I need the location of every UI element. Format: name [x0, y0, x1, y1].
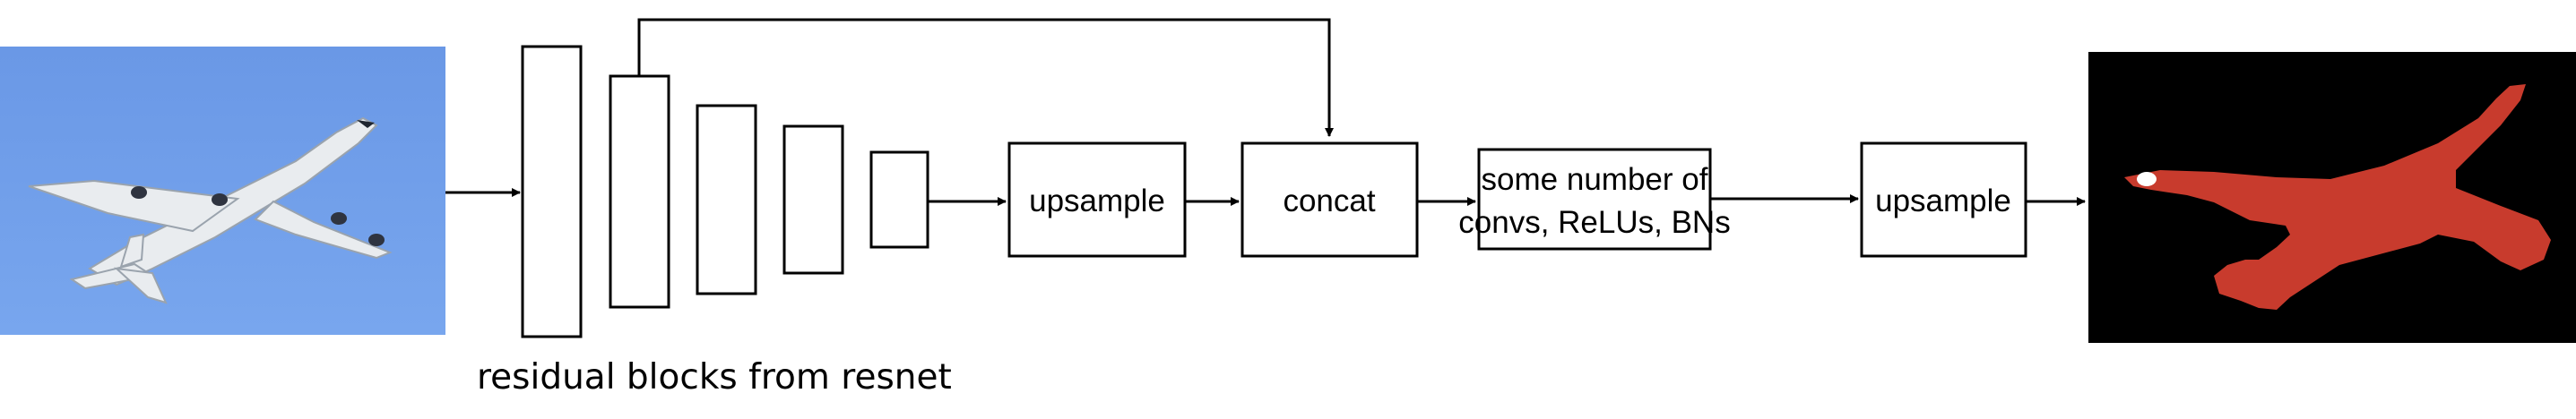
convs-node: some number of convs, ReLUs, BNs: [1458, 148, 1731, 251]
residual-block-4: [782, 124, 844, 275]
concat-label: concat: [1283, 184, 1375, 218]
upsample-node-1: upsample: [1007, 141, 1187, 258]
convs-label-line1: some number of: [1482, 162, 1708, 197]
upsample-2-label: upsample: [1875, 184, 2011, 218]
residual-block-3: [696, 104, 757, 295]
residual-blocks-caption: residual blocks from resnet: [477, 357, 952, 398]
concat-node: concat: [1240, 141, 1419, 258]
output-segmentation-mask: [2088, 52, 2576, 343]
skip-connection-arrow: [637, 18, 1334, 137]
residual-block-2: [609, 74, 670, 309]
upsample-node-2: upsample: [1860, 141, 2027, 258]
residual-blocks: [521, 45, 929, 338]
residual-block-5: [869, 150, 929, 249]
convs-label-line2: convs, ReLUs, BNs: [1458, 205, 1730, 240]
residual-block-1: [521, 45, 583, 338]
input-airplane-image: [0, 47, 445, 335]
upsample-1-label: upsample: [1029, 184, 1165, 218]
